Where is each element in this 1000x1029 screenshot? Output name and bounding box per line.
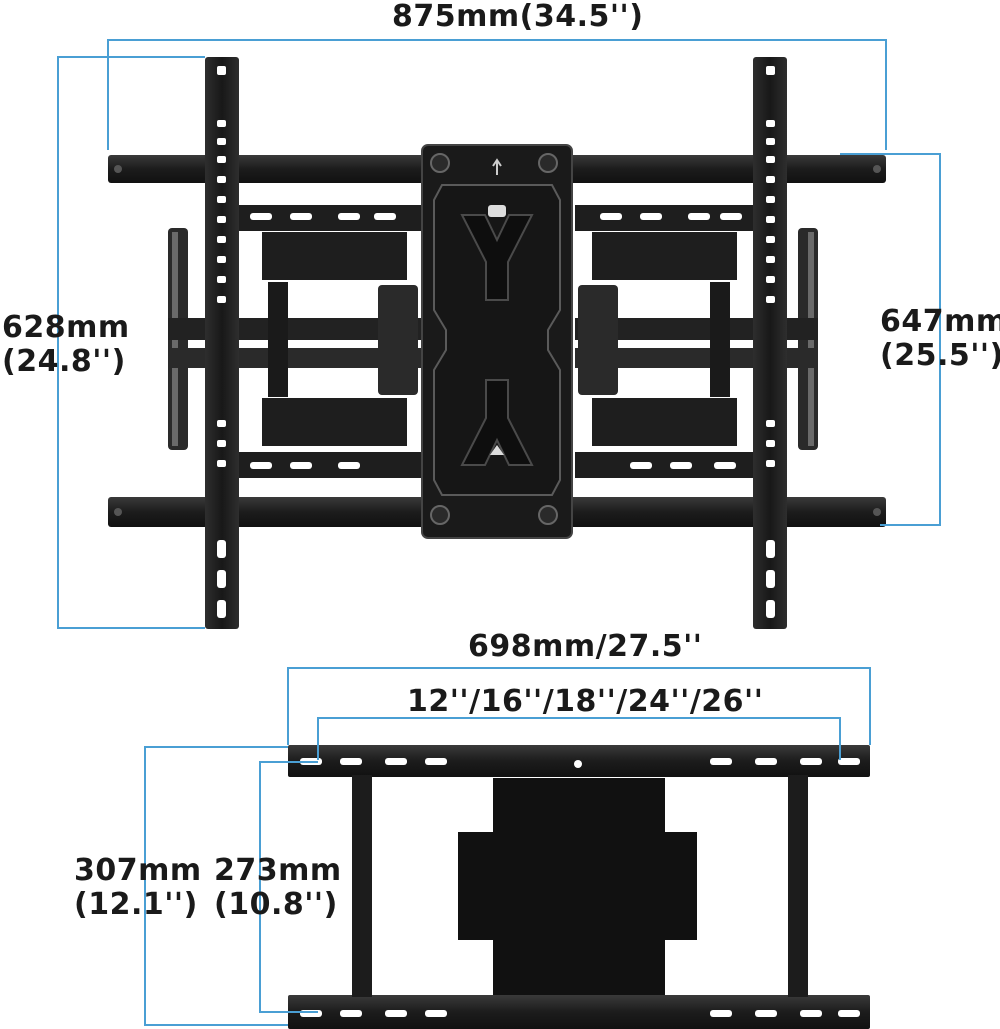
mount-front-view <box>57 39 941 629</box>
plate-bottom-rail <box>288 995 870 1029</box>
stud-spacing-label: 12''/16''/18''/24''/26'' <box>407 684 764 719</box>
plate-height-inner-mm: 273mm <box>214 853 342 888</box>
plate-right-post <box>788 775 808 997</box>
bottom-dimension-lines <box>144 667 871 1026</box>
right-height-mm: 647mm <box>880 304 1000 339</box>
left-height-mm: 628mm <box>2 310 130 345</box>
plate-height-outer-mm: 307mm <box>74 853 202 888</box>
plate-width-label: 698mm/27.5'' <box>468 629 703 664</box>
top-dimension-lines <box>57 39 941 629</box>
right-height-in: (25.5'') <box>880 338 1000 373</box>
plate-height-outer-label: 307mm (12.1'') <box>74 854 202 922</box>
center-mounting-plate <box>421 144 573 539</box>
wall-plate-view <box>144 667 871 1029</box>
left-tv-bracket <box>205 57 239 629</box>
plate-center-block <box>458 778 697 995</box>
right-tv-bracket <box>753 57 787 629</box>
plate-height-outer-in: (12.1'') <box>74 887 198 922</box>
left-height-in: (24.8'') <box>2 344 126 379</box>
right-height-label: 647mm (25.5'') <box>880 305 1000 373</box>
plate-height-inner-label: 273mm (10.8'') <box>214 854 342 922</box>
top-width-label: 875mm(34.5'') <box>392 0 644 34</box>
plate-height-inner-in: (10.8'') <box>214 887 338 922</box>
plate-left-post <box>352 775 372 997</box>
left-height-label: 628mm (24.8'') <box>2 311 130 379</box>
